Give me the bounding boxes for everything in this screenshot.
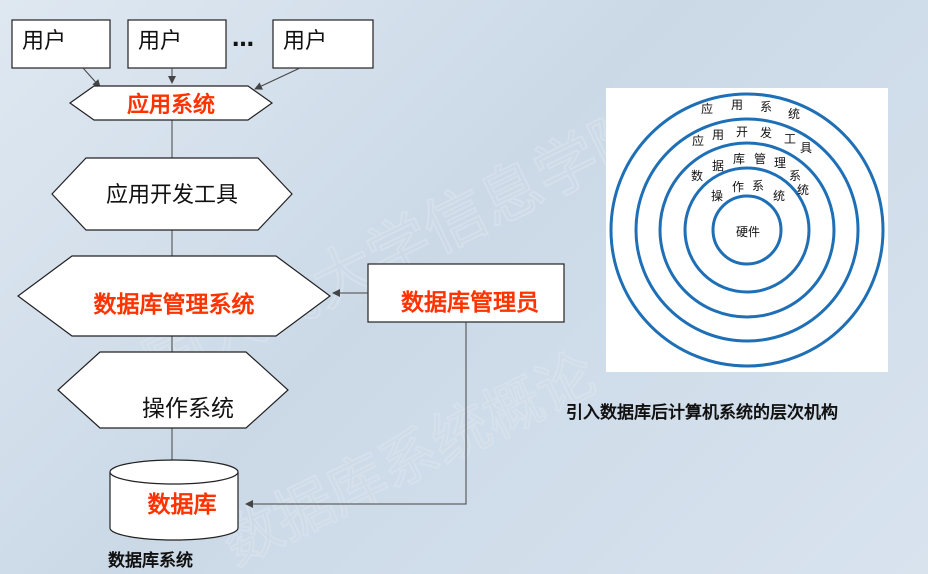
svg-text:系: 系 [760, 100, 772, 114]
svg-text:库: 库 [733, 151, 745, 166]
ring-label-dbms: 数 据 库 管 理 系 统 [691, 151, 809, 197]
svg-text:用: 用 [731, 98, 743, 112]
user-box-label: 用户 [283, 29, 327, 54]
svg-text:作: 作 [732, 180, 744, 194]
database-label: 数据库 [148, 492, 217, 518]
svg-text:发: 发 [760, 125, 772, 140]
svg-text:应: 应 [692, 133, 704, 148]
svg-text:工: 工 [784, 132, 796, 146]
dbms-label: 数据库管理系统 [94, 291, 255, 318]
dba-to-database-arrow [245, 322, 467, 508]
ring-label-application: 应 用 系 统 [701, 98, 800, 121]
svg-text:开: 开 [736, 125, 748, 139]
os-label: 操作系统 [142, 396, 234, 422]
svg-text:统: 统 [797, 183, 809, 197]
svg-text:系: 系 [789, 169, 801, 183]
ring-label-os: 操 作 系 统 [711, 179, 785, 203]
ellipsis: … [232, 27, 254, 52]
svg-text:操: 操 [711, 188, 723, 203]
application-system-node: 应用系统 [68, 85, 274, 121]
dev-tools-label: 应用开发工具 [106, 183, 238, 208]
user-box-1: 用户 [11, 19, 111, 69]
svg-text:统: 统 [788, 107, 800, 121]
user-box-2: 用户 [127, 19, 227, 69]
svg-text:理: 理 [774, 156, 786, 170]
dbms-node: 数据库管理系统 [16, 255, 332, 337]
dba-box: 数据库管理员 [367, 263, 565, 323]
layer-rings-diagram: 应 用 系 统 应 用 开 发 工 具 数 据 库 管 理 系 统 操 作 系 [606, 88, 888, 372]
user-box-label: 用户 [22, 29, 66, 54]
core-label: 硬件 [736, 225, 760, 239]
dev-tools-node: 应用开发工具 [51, 157, 293, 231]
database-node: 数据库 [109, 459, 239, 541]
user-box-3: 用户 [272, 19, 374, 69]
svg-text:具: 具 [800, 141, 812, 155]
right-caption: 引入数据库后计算机系统的层次机构 [566, 403, 838, 423]
user-arrows [82, 67, 301, 90]
svg-text:系: 系 [752, 179, 764, 193]
svg-text:用: 用 [712, 128, 724, 142]
user-box-label: 用户 [138, 29, 182, 54]
svg-text:管: 管 [754, 151, 766, 166]
ring-label-dev-tools: 应 用 开 发 工 具 [692, 125, 812, 155]
svg-text:据: 据 [712, 159, 724, 173]
application-system-label: 应用系统 [127, 92, 215, 118]
svg-text:统: 统 [773, 189, 785, 203]
svg-text:数: 数 [691, 168, 703, 183]
dba-label: 数据库管理员 [401, 289, 539, 316]
os-node: 操作系统 [57, 351, 289, 429]
left-caption: 数据库系统 [108, 551, 193, 571]
svg-text:应: 应 [701, 101, 713, 116]
